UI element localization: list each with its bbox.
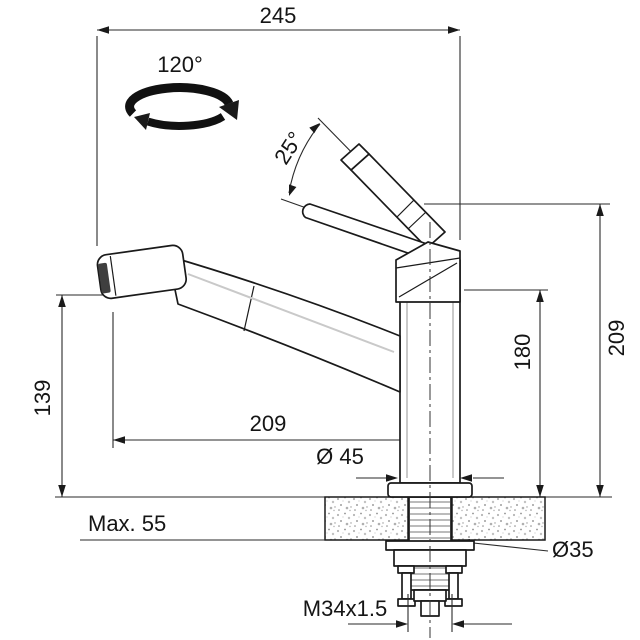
spray-head: [96, 244, 188, 300]
countertop-left-slab: [324, 496, 409, 541]
spray-holder-cap: [340, 143, 370, 171]
swivel-joint: [395, 241, 461, 303]
countertop-section: [80, 496, 546, 541]
spray-holder: [340, 143, 446, 249]
dimension-thread-size: [348, 594, 512, 632]
outlet-height-label: 139: [30, 380, 55, 417]
spout-tube: [167, 255, 401, 393]
tilt-angle-label: 25°: [269, 127, 308, 169]
swivel-rotation-icon: [125, 83, 239, 130]
dimension-outlet-height: [56, 294, 110, 497]
dim-top-width-label: 245: [260, 3, 297, 28]
body-diameter-label: Ø 45: [316, 444, 364, 469]
thread-size-label: M34x1.5: [303, 596, 387, 621]
total-height-label: 209: [604, 320, 629, 357]
dimension-spout-height: [464, 289, 548, 497]
swivel-angle-label: 120°: [157, 52, 203, 77]
faucet-drawing: [96, 143, 473, 498]
dimension-body-diameter: [356, 474, 504, 482]
max-counter-label: Max. 55: [88, 511, 166, 536]
mounting-screw-right: [448, 572, 459, 600]
hole-diameter-label: Ø35: [552, 537, 594, 562]
dimension-total-height: [424, 203, 610, 497]
aerator-tip: [98, 262, 111, 294]
mounting-screw-left: [401, 572, 412, 600]
countertop-right-slab: [451, 496, 546, 541]
dimension-top-width: [96, 26, 461, 246]
spout-reach-label: 209: [250, 411, 287, 436]
lever-handle: [301, 203, 431, 260]
spout-height-label: 180: [510, 334, 535, 371]
